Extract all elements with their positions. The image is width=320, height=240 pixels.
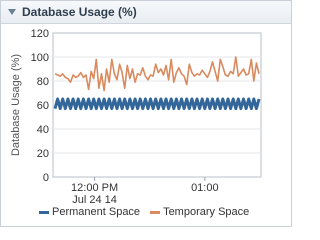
y-tick-label: 100 bbox=[31, 52, 49, 64]
y-tick-label: 20 bbox=[37, 148, 49, 160]
x-tick-sublabel: Jul 24 14 bbox=[72, 194, 117, 206]
database-usage-panel: Database Usage (%) 0 20 40 60 80 100 120 12:00… bbox=[0, 0, 292, 227]
legend-item-temporary[interactable]: Temporary Space bbox=[150, 206, 249, 218]
series-line-permanent-space bbox=[53, 97, 261, 111]
y-tick-label: 120 bbox=[31, 28, 49, 40]
y-tick-label: 0 bbox=[43, 172, 49, 184]
y-tick-label: 80 bbox=[37, 76, 49, 88]
panel-title: Database Usage (%) bbox=[22, 5, 137, 19]
legend-label-temporary: Temporary Space bbox=[163, 206, 250, 218]
legend-swatch-temporary bbox=[150, 210, 161, 214]
legend-swatch-permanent bbox=[39, 210, 49, 214]
legend-item-permanent[interactable]: Permanent Space bbox=[39, 206, 140, 218]
panel-header: Database Usage (%) bbox=[1, 1, 291, 24]
series-line-temporary-space bbox=[54, 56, 260, 92]
collapse-triangle-icon[interactable] bbox=[8, 9, 16, 15]
y-tick-label: 40 bbox=[37, 124, 49, 136]
y-axis-title: Database Usage (%) bbox=[10, 54, 22, 156]
y-tick-label: 60 bbox=[37, 100, 49, 112]
chart-legend: Permanent Space Temporary Space bbox=[39, 206, 259, 218]
x-tick-label: 12:00 PM bbox=[71, 182, 118, 194]
legend-label-permanent: Permanent Space bbox=[52, 206, 141, 218]
x-tick-label: 01:00 bbox=[191, 182, 219, 194]
